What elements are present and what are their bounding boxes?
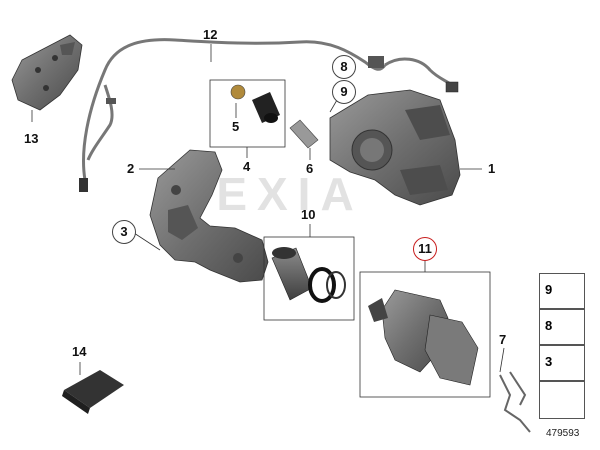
legend-cell-8: 8 <box>539 309 585 345</box>
callout-11: 11 <box>413 237 437 261</box>
callout-13: 13 <box>24 131 39 146</box>
legend-num: 8 <box>545 318 553 333</box>
part-12-sensor-plugs <box>79 56 459 192</box>
part-10-piston-seal-box <box>263 224 355 321</box>
callout-10: 10 <box>301 207 316 222</box>
diagram-number: 479593 <box>546 428 580 439</box>
callout-12: 12 <box>203 27 218 42</box>
svg-text:EXIA: EXIA <box>216 170 363 220</box>
part-14-grease-packet <box>62 362 124 414</box>
callout-5: 5 <box>232 119 240 134</box>
legend-num: 3 <box>545 354 553 369</box>
legend-num: 9 <box>545 282 553 297</box>
callout-7: 7 <box>499 332 507 347</box>
part-1-brake-caliper <box>329 89 461 206</box>
watermark-logo: EXIA <box>216 170 363 220</box>
callout-9: 9 <box>332 80 356 104</box>
part-2-caliper-carrier <box>149 149 269 283</box>
callout-4: 4 <box>243 159 251 174</box>
part-12-wear-sensor-cable <box>82 38 453 181</box>
callout-8: 8 <box>332 55 356 79</box>
part-6-guide-bolt <box>289 119 319 160</box>
part-11-brake-pad-box <box>359 259 491 398</box>
part-4-guide-kit-box <box>209 79 286 158</box>
part-7-retaining-clip <box>499 347 531 433</box>
legend-cell-9: 9 <box>539 273 585 309</box>
callout-2: 2 <box>127 161 135 176</box>
callout-14: 14 <box>72 344 87 359</box>
callout-6: 6 <box>306 161 314 176</box>
callout-3: 3 <box>112 220 136 244</box>
legend-cell-3: 3 <box>539 345 585 381</box>
legend-cell-arrow <box>539 381 585 419</box>
part-13-sensor-bracket <box>11 34 83 122</box>
callout-1: 1 <box>488 161 496 176</box>
